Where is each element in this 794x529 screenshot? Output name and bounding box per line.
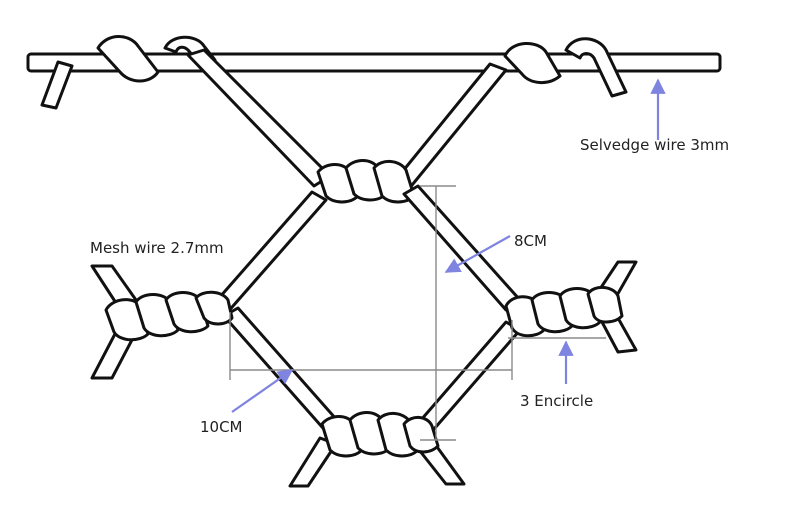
selvedge-wrap-right (503, 37, 628, 98)
height-arrow (444, 235, 511, 273)
twist-label: 3 Encircle (520, 392, 594, 410)
hexagon-cell (210, 184, 522, 438)
height-dimension-line (420, 185, 456, 441)
height-label: 8CM (514, 232, 547, 250)
mesh-wire-label: Mesh wire 2.7mm (90, 239, 224, 257)
selvedge-wire-label: Selvedge wire 3mm (580, 136, 730, 154)
bottom-double-twist (288, 411, 466, 488)
right-double-twist (504, 260, 638, 354)
left-double-twist (90, 264, 234, 380)
top-double-twist (316, 159, 416, 204)
width-arrow (231, 369, 294, 413)
width-label: 10CM (200, 418, 243, 436)
